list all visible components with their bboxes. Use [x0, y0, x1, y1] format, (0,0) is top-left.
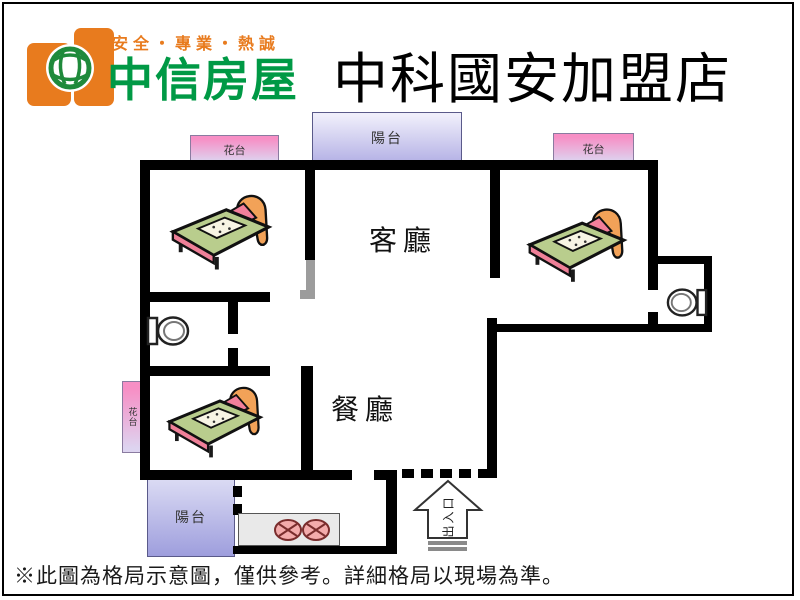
- wall-segment: [487, 324, 712, 332]
- door-dash: [421, 469, 433, 478]
- door-dash: [478, 469, 487, 478]
- wall-segment: [490, 170, 500, 278]
- company-name: 中信房屋: [107, 53, 299, 107]
- bed-icon: [165, 185, 275, 277]
- wall-segment: [140, 160, 658, 170]
- door-dash: [440, 469, 452, 478]
- disclaimer-text: ※此圖為格局示意圖，僅供參考。詳細格局以現場為準。: [14, 564, 564, 588]
- entrance-label: 出入口: [441, 495, 456, 538]
- flower-box-label: 花台: [223, 143, 246, 157]
- flower-box-label: 花台: [582, 142, 605, 156]
- wall-segment: [305, 170, 315, 260]
- balcony-label: 陽台: [175, 510, 207, 526]
- wall-segment: [301, 366, 313, 480]
- wall-segment: [648, 160, 658, 290]
- flower-box-label: 花台: [126, 407, 137, 427]
- wall-segment: [386, 470, 397, 554]
- balcony-bottom: 陽台: [147, 477, 235, 557]
- company-slogan: 安全・專業・熱誠: [112, 34, 281, 53]
- door-leaf: [306, 260, 315, 290]
- door-dash: [233, 486, 242, 497]
- wall-segment: [704, 256, 712, 332]
- wall-segment: [140, 366, 270, 376]
- door-dash: [233, 504, 242, 515]
- flower-box-top-left: 花台: [190, 135, 279, 164]
- living-room-label: 客廳: [368, 224, 437, 257]
- wall-segment: [228, 302, 238, 334]
- stove-icon: [238, 513, 340, 546]
- wall-segment: [228, 348, 238, 366]
- balcony-label: 陽台: [371, 131, 403, 147]
- page-title: 中科國安加盟店: [333, 47, 733, 111]
- wall-segment: [233, 546, 397, 554]
- door-dash: [402, 469, 414, 478]
- flower-box-top-right: 花台: [553, 133, 634, 164]
- wall-segment: [140, 470, 352, 480]
- wall-segment: [648, 256, 712, 264]
- bed-icon: [522, 198, 630, 290]
- wall-segment: [140, 292, 270, 302]
- balcony-top: 陽台: [312, 112, 462, 164]
- flower-box-left: 花台: [122, 381, 142, 453]
- toilet-icon: [146, 314, 190, 348]
- bed-icon: [162, 378, 266, 464]
- door-leaf-foot: [300, 290, 315, 299]
- company-logo: [27, 28, 114, 106]
- entrance-arrow-icon: 出入口: [412, 478, 484, 554]
- dining-room-label: 餐廳: [330, 393, 399, 426]
- toilet-icon: [666, 286, 708, 319]
- wall-segment: [487, 318, 497, 478]
- wall-segment: [140, 160, 150, 480]
- door-dash: [459, 469, 471, 478]
- wall-segment: [648, 312, 658, 332]
- wall-segment: [374, 470, 397, 480]
